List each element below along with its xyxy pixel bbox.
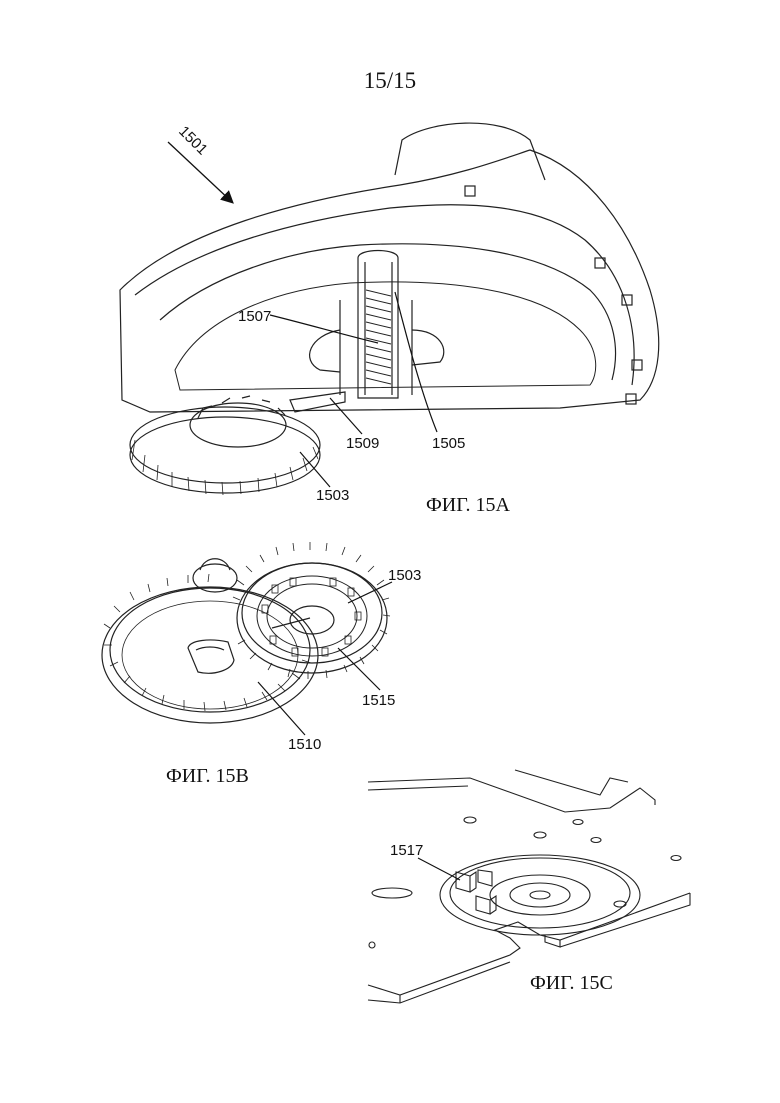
label-1503-b: 1503 xyxy=(388,567,421,584)
label-1517: 1517 xyxy=(390,842,423,859)
label-1503: 1503 xyxy=(316,487,349,504)
label-1509: 1509 xyxy=(346,435,379,452)
figure-caption-15c: ФИГ. 15С xyxy=(530,972,613,995)
figure-15b-labels: 1503 1515 1510 xyxy=(288,567,421,753)
figure-15c-drawing xyxy=(368,770,690,1003)
figure-15a-drawing xyxy=(120,123,659,495)
label-1510: 1510 xyxy=(288,736,321,753)
label-1505: 1505 xyxy=(432,435,465,452)
figure-caption-15a: ФИГ. 15А xyxy=(426,494,510,517)
figure-caption-15b: ФИГ. 15В xyxy=(166,765,249,788)
label-1515: 1515 xyxy=(362,692,395,709)
label-1507: 1507 xyxy=(238,308,271,325)
figure-15b-drawing xyxy=(102,542,392,735)
figure-15c-labels: 1517 xyxy=(390,842,423,859)
